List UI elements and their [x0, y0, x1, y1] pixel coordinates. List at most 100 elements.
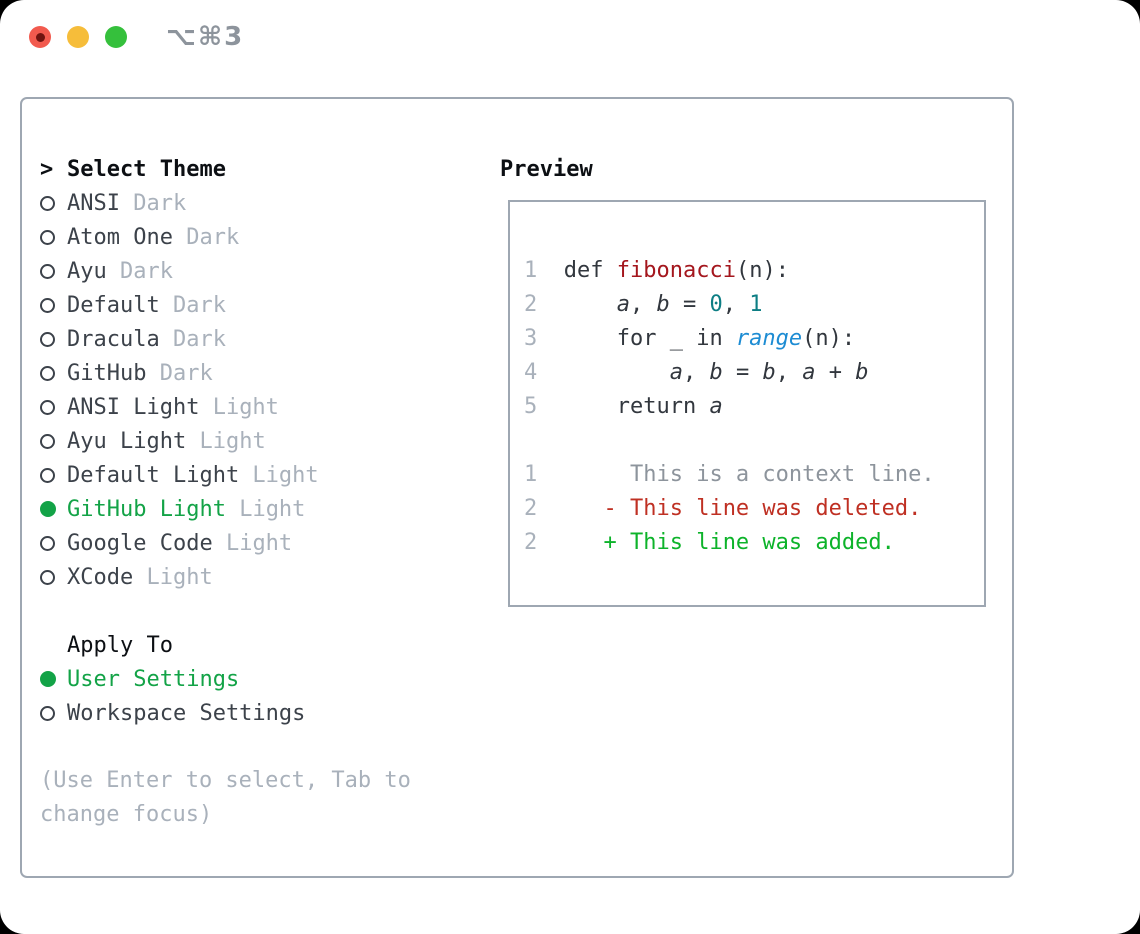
option-label: ANSI — [67, 190, 120, 216]
radio-unselected-icon — [40, 569, 55, 585]
option-label: User Settings — [67, 666, 240, 692]
option-label: Ayu Light — [67, 428, 187, 454]
radio-column — [40, 467, 67, 483]
theme-option[interactable]: Ayu Light Light — [40, 424, 500, 458]
code-line: 4 a, b = b, a + b — [524, 360, 869, 385]
code-line: 2 a, b = 0, 1 — [524, 292, 763, 317]
radio-unselected-icon — [40, 297, 55, 313]
preview-box: 1 def fibonacci(n): 2 a, b = 0, 1 3 for _ … — [508, 200, 986, 607]
radio-column — [40, 195, 67, 211]
option-label: XCode — [67, 564, 134, 590]
close-button[interactable] — [29, 26, 51, 48]
radio-unselected-icon — [40, 705, 55, 721]
theme-option[interactable]: Google Code Light — [40, 526, 500, 560]
blank-line — [524, 424, 970, 458]
option-label: Default — [67, 292, 160, 318]
theme-option[interactable]: Default Light Light — [40, 458, 500, 492]
apply-to-option[interactable]: Workspace Settings — [40, 696, 500, 730]
option-variant-label: Light — [133, 564, 213, 590]
apply-to-header: Apply To — [40, 628, 500, 662]
radio-column — [40, 569, 67, 585]
theme-option[interactable]: GitHub Dark — [40, 356, 500, 390]
theme-option[interactable]: GitHub Light Light — [40, 492, 500, 526]
radio-unselected-icon — [40, 433, 55, 449]
radio-column — [40, 705, 67, 721]
option-label: Google Code — [67, 530, 213, 556]
radio-column — [40, 331, 67, 347]
code-line: 1 This is a context line. — [524, 462, 935, 487]
radio-column — [40, 433, 67, 449]
code-line: 3 for _ in range(n): — [524, 326, 856, 351]
apply-to-title: Apply To — [67, 632, 173, 658]
option-variant-label: Light — [225, 496, 306, 522]
option-variant-label: Light — [186, 428, 266, 454]
minimize-button[interactable] — [67, 26, 89, 48]
radio-unselected-icon — [40, 399, 55, 415]
radio-column — [40, 671, 67, 687]
option-variant-label: Dark — [172, 224, 240, 250]
option-label: GitHub — [67, 360, 147, 386]
keyboard-shortcut-label: ⌥⌘3 — [166, 22, 245, 52]
theme-option[interactable]: Atom One Dark — [40, 220, 500, 254]
radio-selected-icon — [40, 501, 56, 517]
option-label: GitHub Light — [67, 496, 226, 522]
radio-unselected-icon — [40, 263, 55, 279]
code-line: 2 + This line was added. — [524, 530, 895, 555]
option-variant-label: Dark — [159, 292, 226, 318]
radio-column — [40, 263, 67, 279]
radio-column — [40, 297, 67, 313]
radio-unselected-icon — [40, 467, 55, 483]
option-variant-label: Dark — [146, 360, 213, 386]
option-label: Dracula — [67, 326, 160, 352]
radio-column — [40, 501, 67, 517]
preview-title: Preview — [500, 156, 593, 182]
zoom-button[interactable] — [105, 26, 127, 48]
option-variant-label: Light — [239, 462, 319, 488]
spacer — [40, 730, 500, 764]
radio-unselected-icon — [40, 365, 55, 381]
radio-unselected-icon — [40, 195, 55, 211]
option-label: Ayu — [67, 258, 107, 284]
preview-header: Preview — [500, 152, 986, 186]
radio-unselected-icon — [40, 229, 55, 245]
theme-option[interactable]: Ayu Dark — [40, 254, 500, 288]
code-line: 2 - This line was deleted. — [524, 496, 922, 521]
theme-option[interactable]: Dracula Dark — [40, 322, 500, 356]
radio-column — [40, 365, 67, 381]
option-label: Default Light — [67, 462, 240, 488]
radio-unselected-icon — [40, 535, 55, 551]
option-variant-label: Dark — [119, 190, 187, 216]
option-label: Workspace Settings — [67, 700, 306, 726]
code-line: 5 return a — [524, 394, 723, 419]
select-theme-title: Select Theme — [67, 156, 226, 182]
titlebar: ⌥⌘3 — [0, 0, 1140, 97]
hint-text: (Use Enter to select, Tab to change focu… — [40, 768, 411, 827]
preview-code: 1 def fibonacci(n): 2 a, b = 0, 1 3 for _ … — [524, 254, 970, 560]
option-variant-label: Dark — [159, 326, 226, 352]
option-variant-label: Light — [212, 530, 293, 556]
apply-to-option[interactable]: User Settings — [40, 662, 500, 696]
radio-column — [40, 399, 67, 415]
select-theme-header: > Select Theme — [40, 152, 500, 186]
theme-option[interactable]: XCode Light — [40, 560, 500, 594]
option-label: Atom One — [67, 224, 173, 250]
close-dot-icon — [35, 32, 45, 42]
radio-column — [40, 535, 67, 551]
option-label: ANSI Light — [67, 394, 200, 420]
theme-option[interactable]: ANSI Light Light — [40, 390, 500, 424]
theme-option[interactable]: Default Dark — [40, 288, 500, 322]
cursor-prefix: > — [40, 156, 54, 182]
theme-option[interactable]: ANSI Dark — [40, 186, 500, 220]
radio-selected-icon — [40, 671, 56, 687]
code-line: 1 def fibonacci(n): — [524, 258, 789, 283]
radio-column — [40, 229, 67, 245]
option-variant-label: Dark — [106, 258, 173, 284]
preview-column: Preview 1 def fibonacci(n): 2 a, b = 0, 1… — [500, 152, 986, 830]
option-variant-label: Light — [199, 394, 279, 420]
radio-unselected-icon — [40, 331, 55, 347]
